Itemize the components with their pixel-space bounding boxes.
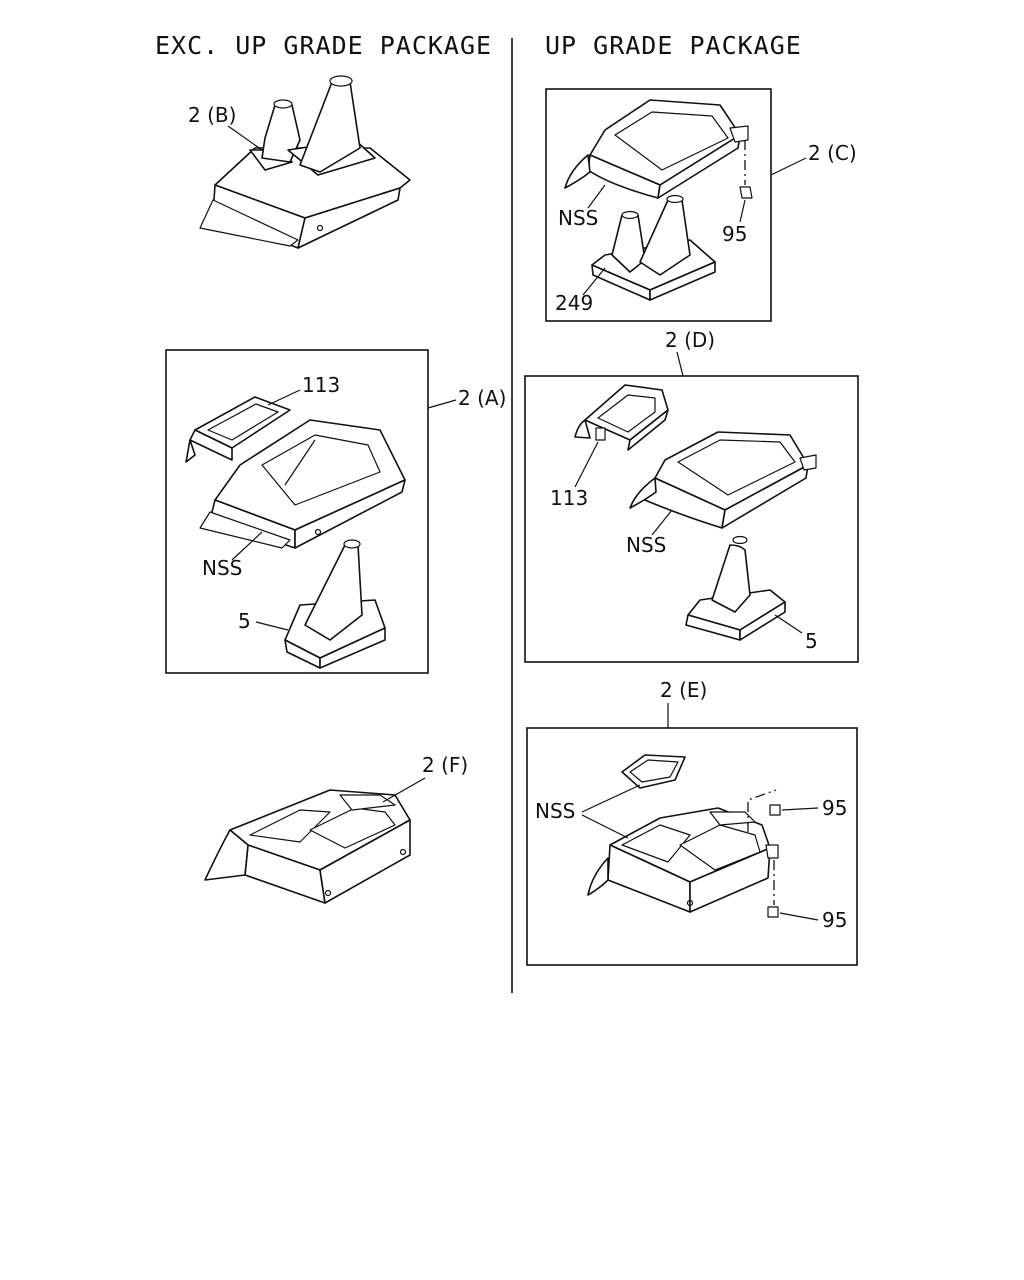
leader-d-113 [574,441,599,488]
leader-a-5 [255,621,289,631]
callout-c-95: 95 [722,222,747,246]
leader-a-nss [231,531,263,561]
leader-c-249 [582,267,606,296]
leader-2c [770,157,807,176]
clip-95-e-bottom [767,860,779,918]
clip-95-c [739,140,753,199]
callout-c-nss: NSS [558,206,598,230]
tray-113-a [185,396,291,463]
callout-d-nss: NSS [626,533,666,557]
leader-2b [227,125,263,151]
leader-e-95-top [781,807,819,811]
callout-2e: 2 (E) [660,678,707,702]
console-body-nss-a [199,419,406,549]
callout-e-nss: NSS [535,799,575,823]
callout-a-5: 5 [238,609,251,633]
tray-113-d [574,384,669,451]
leader-c-nss [587,184,606,209]
callout-a-nss: NSS [202,556,242,580]
callout-d-5: 5 [805,629,818,653]
console-body-nss-e [587,807,779,913]
header-exc-upgrade-package: EXC. UP GRADE PACKAGE [155,31,492,60]
console-assembly-2f [204,789,411,904]
callout-2c: 2 (C) [808,141,857,165]
callout-e-95-top: 95 [822,796,847,820]
boot-249-c [591,194,716,301]
header-upgrade-package: UP GRADE PACKAGE [545,31,802,60]
console-body-nss-d [629,431,817,529]
group-box-2c [545,88,772,322]
leader-2a [427,399,457,409]
boot-5-a [284,539,386,669]
callout-2f: 2 (F) [422,753,468,777]
group-box-2e [526,727,858,966]
callout-2a: 2 (A) [458,386,506,410]
leader-a-113 [267,389,301,406]
tray-nss-e [621,754,686,789]
leader-d-5 [774,614,803,634]
leader-2d [676,351,684,377]
group-box-2a [165,349,429,674]
leader-2f [382,777,426,803]
group-box-2d [524,375,859,663]
clip-95-e-top [747,789,781,832]
leader-e-nss-tray [581,784,641,813]
callout-e-95-bottom: 95 [822,908,847,932]
leader-e-nss-body [581,814,629,839]
leader-d-nss [651,509,673,536]
console-body-nss-c [564,99,749,199]
console-assembly-2b [199,75,411,249]
callout-a-113: 113 [302,373,340,397]
leader-e-95-bottom [779,912,819,921]
leader-c-95 [739,199,746,223]
callout-c-249: 249 [555,291,593,315]
boot-5-d [685,535,786,641]
callout-2b: 2 (B) [188,103,236,127]
callout-d-113: 113 [550,486,588,510]
callout-2d: 2 (D) [665,328,715,352]
